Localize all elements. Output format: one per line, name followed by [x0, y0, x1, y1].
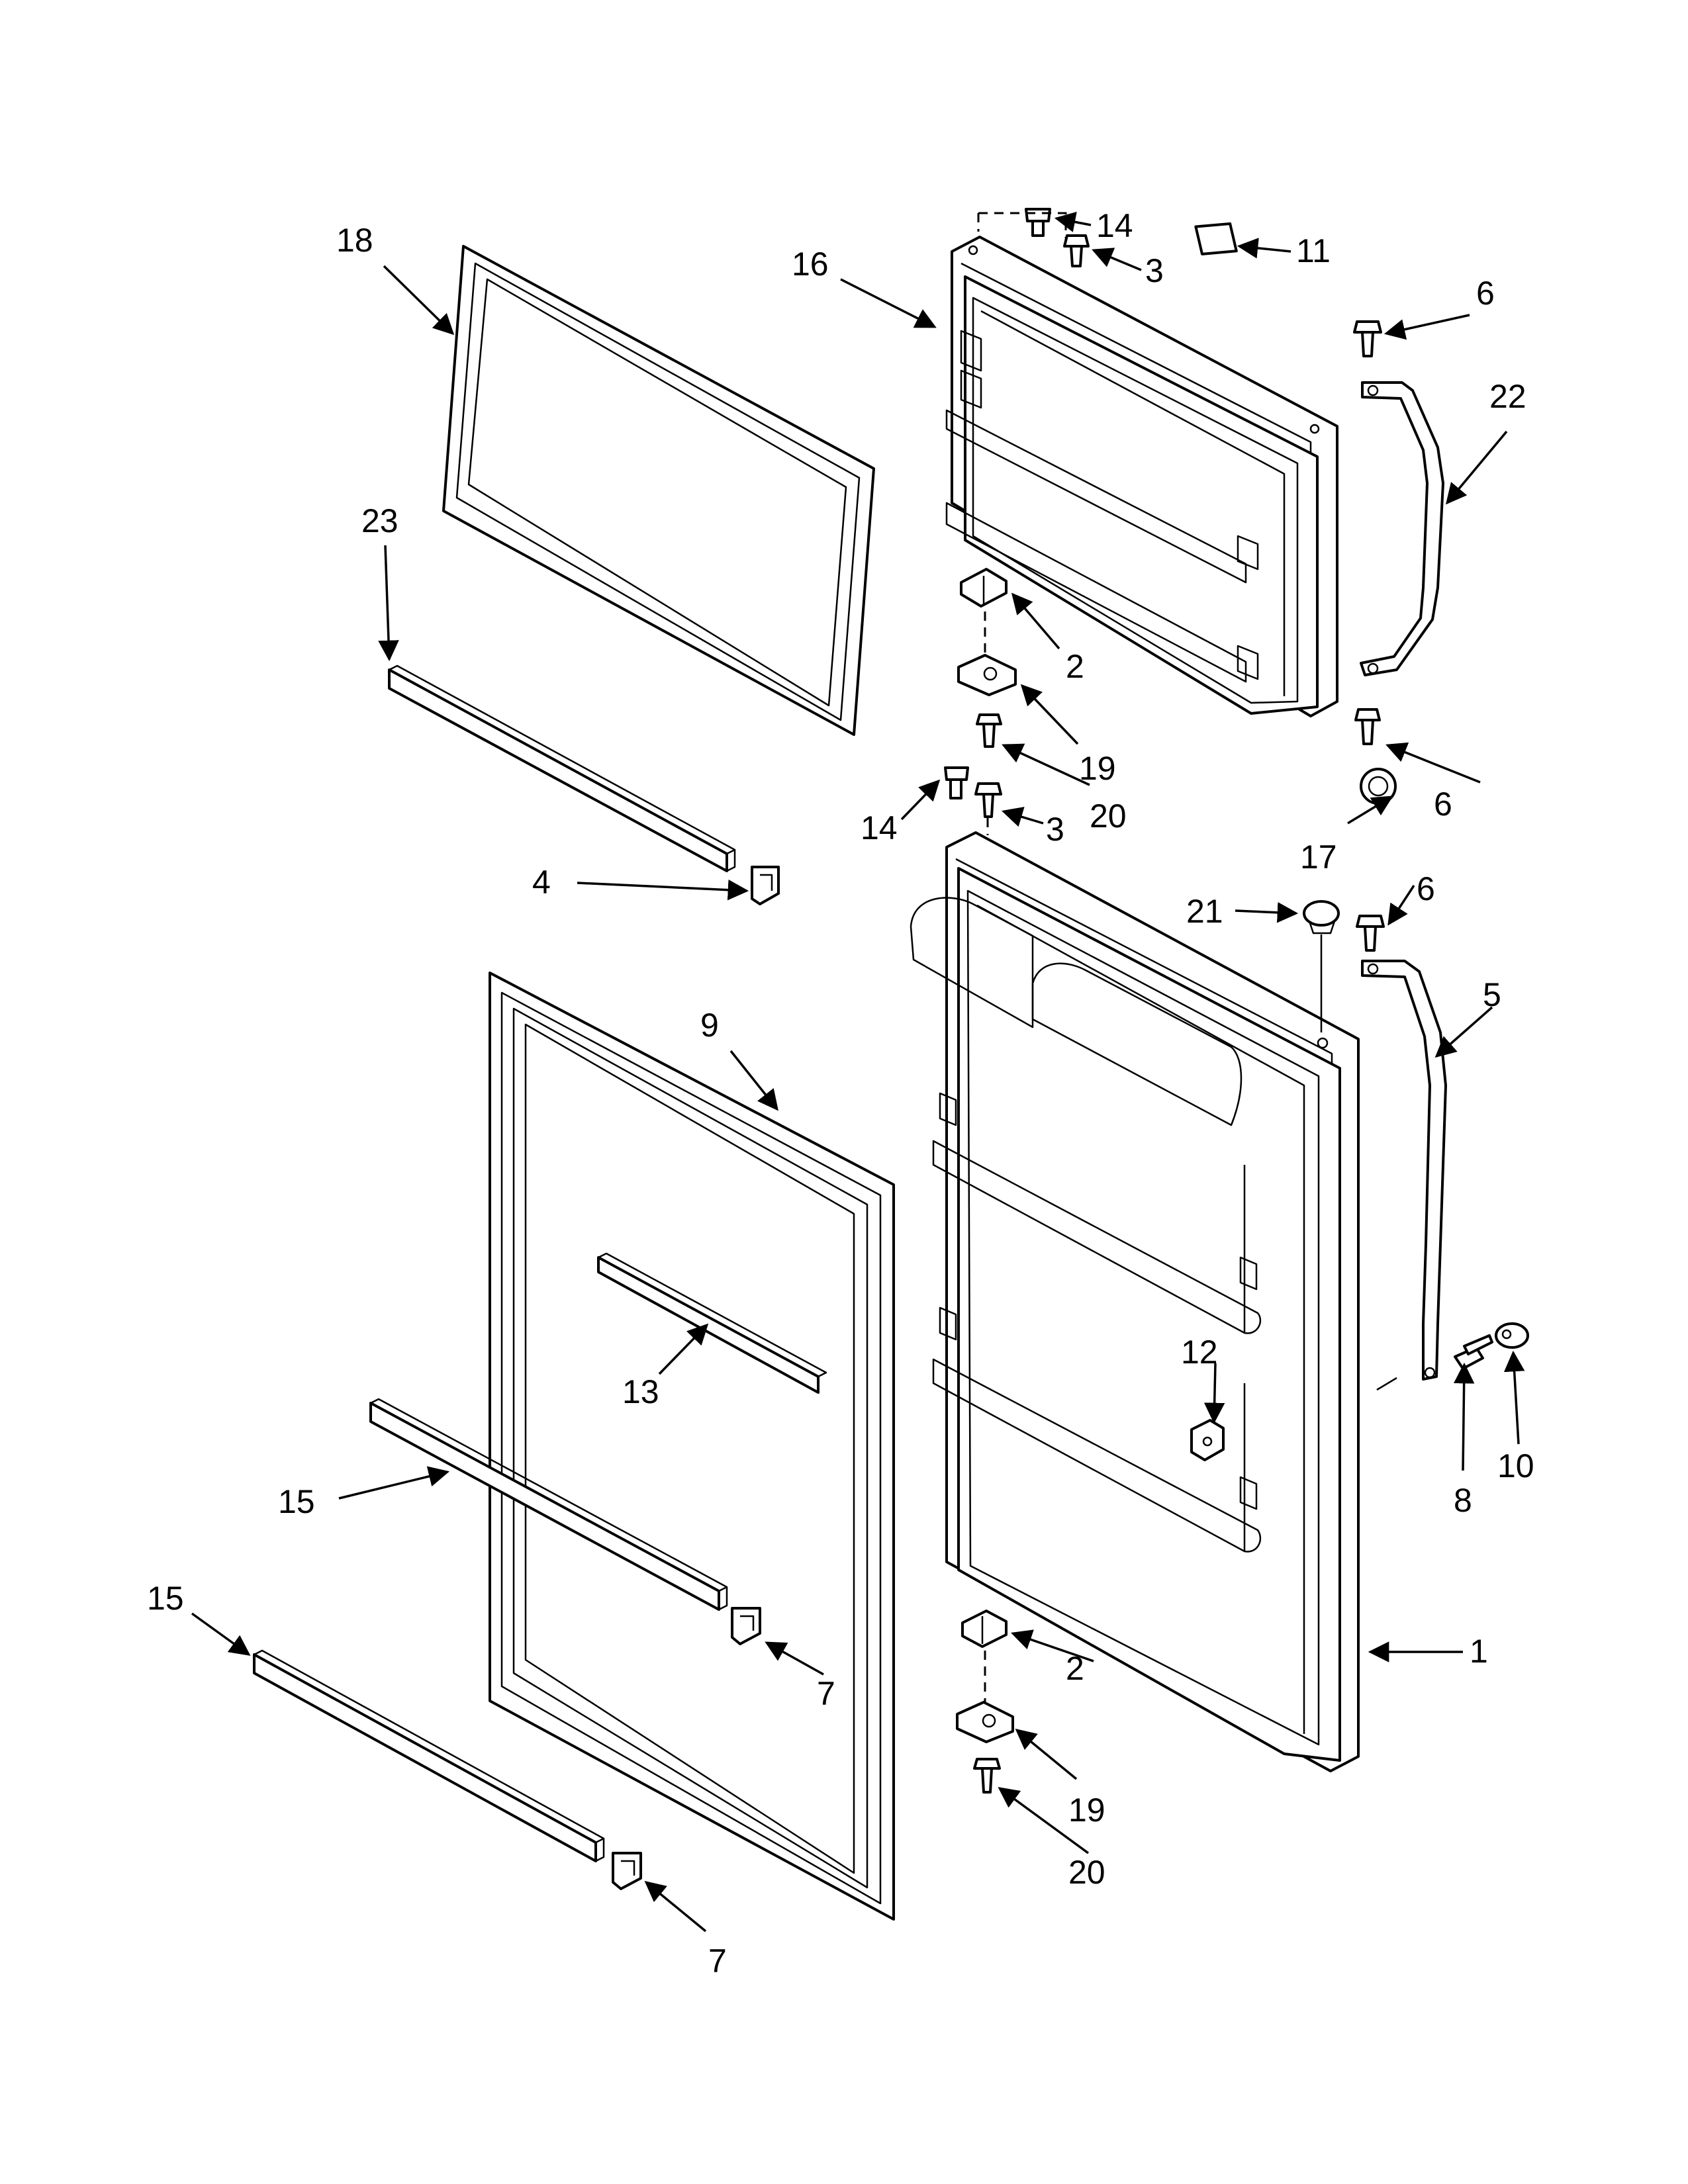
hinge-bracket-19-upper	[957, 654, 1017, 696]
callout-22: 22	[1489, 378, 1526, 415]
callout-12: 12	[1181, 1334, 1218, 1371]
hinge-bracket-19-lower	[956, 1701, 1014, 1743]
lower-hinge-2	[961, 1610, 1008, 1648]
callout-6-top: 6	[1476, 275, 1495, 312]
center-hinge-2-upper	[960, 568, 1008, 608]
callout-9: 9	[700, 1007, 719, 1044]
callout-labels: 14 3 11 16 6 22 18 23 2 19 20 6 17 14 3 …	[147, 207, 1534, 1979]
callout-14-mid: 14	[861, 809, 898, 846]
callout-21: 21	[1186, 893, 1223, 930]
callout-18: 18	[336, 222, 373, 259]
handle-screw-6-refrigerator	[1356, 915, 1385, 952]
callout-3-mid: 3	[1046, 811, 1064, 848]
freezer-door-gasket	[442, 245, 875, 736]
refrigerator-door	[910, 831, 1360, 1772]
callout-16: 16	[792, 246, 829, 283]
callout-15-lower: 15	[147, 1580, 184, 1617]
callout-8: 8	[1454, 1482, 1472, 1519]
callout-5: 5	[1483, 976, 1501, 1013]
callout-23: 23	[361, 502, 399, 539]
callout-19-lower: 19	[1068, 1792, 1105, 1829]
callout-4: 4	[532, 864, 551, 901]
refrigerator-door-handle	[1361, 960, 1447, 1381]
hinge-screw-20-upper	[976, 713, 1002, 748]
breaker-strip-clip-4	[751, 866, 780, 905]
callout-20-lower: 20	[1068, 1854, 1105, 1891]
callout-19-top: 19	[1079, 750, 1116, 787]
freezer-door-handle	[1360, 381, 1444, 676]
callout-3-top: 3	[1145, 252, 1164, 289]
handle-end-cap-10	[1495, 1322, 1529, 1349]
breaker-strip-clip-7-upper	[731, 1607, 761, 1645]
freezer-door	[945, 236, 1338, 717]
callout-7-lower: 7	[708, 1942, 727, 1979]
callout-7-upper: 7	[817, 1675, 835, 1712]
leader-lines	[191, 211, 1525, 1933]
callout-2-lower: 2	[1066, 1650, 1084, 1687]
callout-11: 11	[1296, 232, 1331, 269]
hinge-screw-20-lower	[973, 1758, 1001, 1794]
freezer-breaker-strip	[388, 664, 736, 872]
callout-2-top: 2	[1066, 648, 1084, 685]
callout-1: 1	[1470, 1633, 1488, 1670]
hinge-screw-3-top	[1063, 234, 1090, 267]
callout-20-top: 20	[1090, 797, 1127, 835]
breaker-strip-15-upper	[369, 1398, 728, 1611]
callout-15-upper: 15	[278, 1483, 315, 1520]
rating-label-11	[1194, 222, 1238, 255]
handle-screw-6-lower	[1354, 708, 1381, 745]
callout-17: 17	[1300, 839, 1337, 876]
breaker-strip-15-lower	[253, 1649, 605, 1862]
handle-screw-6-upper	[1353, 320, 1382, 357]
callout-13: 13	[622, 1373, 659, 1410]
callout-10: 10	[1497, 1447, 1534, 1484]
door-stop-pin-14-middle	[944, 766, 969, 799]
handle-mount-screw-8	[1454, 1334, 1493, 1370]
callout-6-mid: 6	[1434, 786, 1452, 823]
callout-6-refrigerator: 6	[1417, 870, 1435, 907]
hinge-screw-3-middle	[974, 782, 1002, 818]
hole-plug-21	[1303, 900, 1340, 934]
callout-14-top: 14	[1096, 207, 1133, 244]
refrigerator-door-gasket	[489, 972, 895, 1921]
breaker-strip-clip-7-lower	[612, 1852, 642, 1890]
